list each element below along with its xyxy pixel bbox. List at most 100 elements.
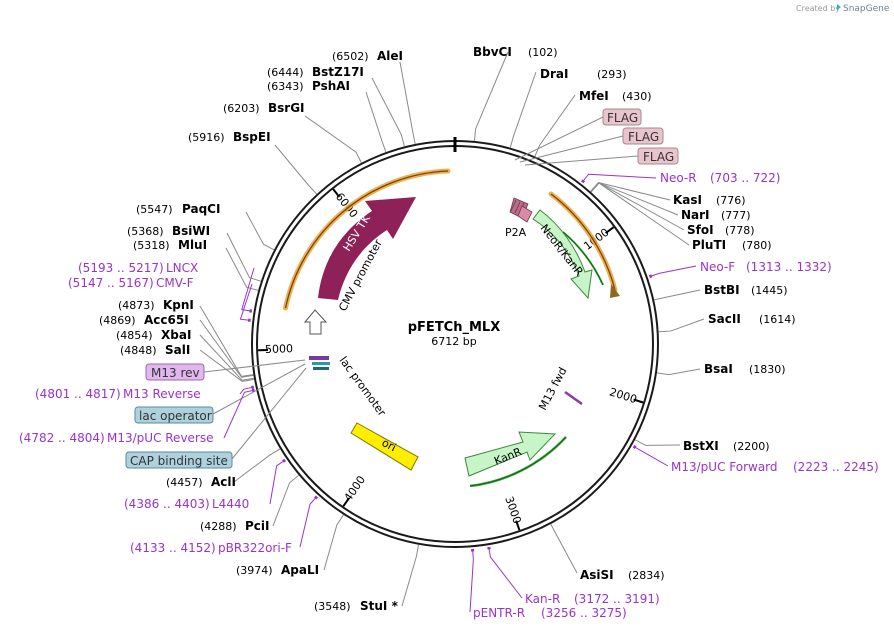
neo-inner-arc-line <box>562 231 604 286</box>
enzyme-label-paqci[interactable]: (5547) PaqCI <box>136 202 220 216</box>
svg-text:(2200): (2200) <box>733 440 770 453</box>
primer-label-l4440[interactable]: (4386 .. 4403)L4440 <box>124 497 249 511</box>
svg-text:pENTR-R: pENTR-R <box>473 606 525 620</box>
svg-text:(3974): (3974) <box>236 564 273 577</box>
enzyme-label-bstxi[interactable]: BstXI(2200) <box>683 439 770 453</box>
enzyme-label-sacii[interactable]: SacII(1614) <box>708 312 796 326</box>
svg-text:(4873): (4873) <box>118 299 155 312</box>
primer-label-pbr322ori-f[interactable]: (4133 .. 4152)pBR322ori-F <box>130 541 292 555</box>
flag-label-2[interactable]: FLAG <box>622 127 664 145</box>
enzyme-label-bstz17i[interactable]: (6444)BstZ17I <box>267 65 364 79</box>
enzyme-leader-line <box>199 349 255 382</box>
enzyme-label-bspei[interactable]: (5916)BspEI <box>188 130 271 144</box>
svg-text:Kan-R: Kan-R <box>525 592 560 606</box>
enzyme-label-nari[interactable]: NarI(777) <box>681 208 751 222</box>
svg-text:(293): (293) <box>597 68 627 81</box>
plasmid-name: pFETCh_MLX <box>408 320 500 335</box>
enzyme-label-pluti[interactable]: PluTI(780) <box>692 238 772 252</box>
enzyme-label-bbvci[interactable]: BbvCI(102) <box>473 45 558 59</box>
svg-text:(5547): (5547) <box>136 203 173 216</box>
enzyme-label-acli[interactable]: (4457)AclI <box>166 475 236 489</box>
enzyme-label-stui[interactable]: (3548)StuI * <box>314 599 399 613</box>
primer-label-kan-r[interactable]: Kan-R (3172 .. 3191) <box>525 592 660 606</box>
tick-mark-1000 <box>604 226 615 234</box>
enzyme-label-bsai[interactable]: BsaI(1830) <box>704 362 786 376</box>
svg-text:L4440: L4440 <box>212 497 249 511</box>
m13-fwd-label: M13 fwd <box>536 365 569 412</box>
enzyme-label-pcii[interactable]: (4288)PciI <box>200 519 270 533</box>
primer-label-m13-puc-reverse[interactable]: (4782 .. 4804)M13/pUC Reverse <box>19 431 214 445</box>
lac-operator-label[interactable]: lac operator <box>134 406 214 424</box>
feature-leader-line <box>212 363 306 415</box>
enzyme-leader-line <box>534 94 576 157</box>
primer-label-m13-reverse[interactable]: (4801 .. 4817)M13 Reverse <box>35 387 201 401</box>
flag-label-1[interactable]: FLAG <box>602 108 642 126</box>
enzyme-label-asisi[interactable]: AsiSI(2834) <box>580 568 665 582</box>
enzyme-leader-line <box>365 91 387 153</box>
enzyme-label-mfei[interactable]: MfeI(430) <box>579 89 652 103</box>
ori-label: ori <box>380 436 399 454</box>
svg-text:BspEI: BspEI <box>233 130 271 144</box>
svg-text:(1313 .. 1332): (1313 .. 1332) <box>746 260 832 274</box>
svg-text:(6343): (6343) <box>267 80 304 93</box>
primer-label-m13-puc-forward[interactable]: M13/pUC Forward(2223 .. 2245) <box>671 460 879 474</box>
enzyme-label-sfoi[interactable]: SfoI(778) <box>687 223 755 237</box>
flag-leader-line <box>524 155 639 166</box>
enzyme-leader-line <box>199 319 254 378</box>
svg-text:DraI: DraI <box>540 67 568 81</box>
primer-label-neo-f[interactable]: Neo-F (1313 .. 1332) <box>700 260 832 274</box>
svg-text:Neo-R: Neo-R <box>660 171 697 185</box>
primer-lines <box>223 173 697 613</box>
enzyme-label-kpni[interactable]: (4873)KpnI <box>118 298 194 312</box>
brand-text: SnapGene <box>843 4 890 14</box>
enzyme-label-kasi[interactable]: KasI(776) <box>673 193 746 207</box>
svg-text:(4848): (4848) <box>120 344 157 357</box>
cap-binding-site-label[interactable]: CAP binding site <box>125 451 233 469</box>
svg-text:(4386 .. 4403): (4386 .. 4403) <box>124 497 210 511</box>
enzyme-label-acc65i[interactable]: (4869)Acc65I <box>99 313 189 327</box>
primer-label-cmv-f[interactable]: (5147 .. 5167)CMV-F <box>68 276 194 290</box>
m13-rev-label[interactable]: M13 rev <box>145 363 205 381</box>
enzyme-label-pshai[interactable]: (6343) PshAI <box>267 79 350 93</box>
svg-text:FLAG: FLAG <box>643 150 674 164</box>
svg-text:BsaI: BsaI <box>704 362 733 376</box>
enzyme-leader-line <box>272 474 300 527</box>
enzyme-leader-line <box>199 334 254 381</box>
enzyme-label-sali[interactable]: (4848) SalI <box>120 343 190 357</box>
svg-text:(4801 .. 4817): (4801 .. 4817) <box>35 387 121 401</box>
svg-text:SalI: SalI <box>165 343 190 357</box>
feature-leader-line <box>231 367 307 460</box>
svg-text:CMV-F: CMV-F <box>156 276 194 290</box>
snapgene-logo: SnapGene <box>837 4 890 14</box>
primer-label-lncx[interactable]: (5193 .. 5217)LNCX <box>78 261 198 275</box>
svg-text:PshAI: PshAI <box>312 79 350 93</box>
primer-label-pentr-r[interactable]: pENTR-R (3256 .. 3275) <box>473 606 627 620</box>
svg-text:Acc65I: Acc65I <box>144 313 189 327</box>
enzyme-leader-line <box>634 439 681 446</box>
enzyme-label-mlui[interactable]: (5318)MluI <box>133 238 207 252</box>
primer-leader-line <box>239 386 254 395</box>
enzyme-label-apali[interactable]: (3974)ApaLI <box>236 563 319 577</box>
primer-site-mark <box>580 179 585 184</box>
enzyme-label-xbai[interactable]: (4854)XbaI <box>116 328 191 342</box>
svg-text:(2223 .. 2245): (2223 .. 2245) <box>793 460 879 474</box>
svg-text:(3256 .. 3275): (3256 .. 3275) <box>541 606 627 620</box>
p2a-feature <box>509 197 533 223</box>
svg-text:(3172 .. 3191): (3172 .. 3191) <box>574 592 660 606</box>
hsv-tk-feature <box>318 197 416 300</box>
primer-label-neo-r[interactable]: Neo-R(703 .. 722) <box>660 171 780 185</box>
svg-text:(4782 .. 4804): (4782 .. 4804) <box>19 431 105 445</box>
flag-label-3[interactable]: FLAG <box>637 147 679 165</box>
enzyme-label-bsrgi[interactable]: (6203)BsrGI <box>223 101 305 115</box>
enzyme-label-alei[interactable]: (6502)AleI <box>332 49 403 63</box>
svg-text:PaqCI: PaqCI <box>182 202 220 216</box>
enzyme-label-drai[interactable]: DraI (293) <box>540 67 627 81</box>
enzyme-label-bsiwi[interactable]: (5368)BsiWI <box>127 224 210 238</box>
svg-text:M13/pUC Reverse: M13/pUC Reverse <box>107 431 214 445</box>
svg-text:Neo-F: Neo-F <box>700 260 735 274</box>
neo-orf-arc-inner <box>550 193 616 291</box>
kanr-orf-arc-line <box>469 436 567 487</box>
svg-text:(6502): (6502) <box>332 50 369 63</box>
tick-label-2000: 2000 <box>608 385 639 406</box>
enzyme-label-bstbi[interactable]: BstBI(1445) <box>704 283 788 297</box>
